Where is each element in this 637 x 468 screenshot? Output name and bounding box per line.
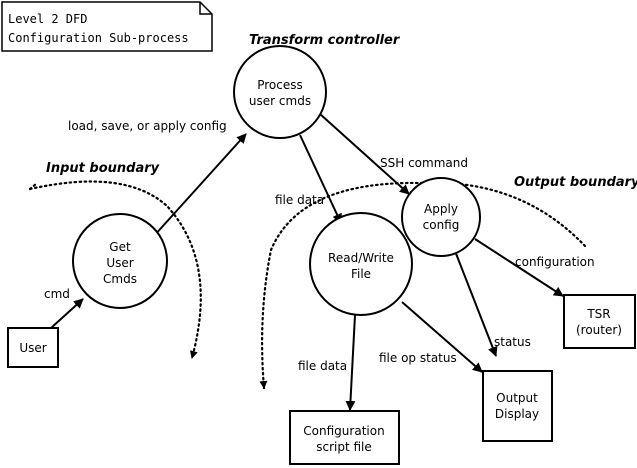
read-write-file-line-1: Read/Write bbox=[328, 251, 394, 265]
read-write-file-line-2: File bbox=[351, 267, 371, 281]
entity-config-script-line-2: script file bbox=[316, 440, 372, 454]
entity-user: User bbox=[7, 327, 59, 368]
entity-output-display-line-1: Output bbox=[496, 391, 538, 405]
entity-output-display: Output Display bbox=[482, 370, 553, 442]
output-boundary-label: Output boundary bbox=[514, 175, 637, 190]
flow-readwrite-to-display bbox=[401, 301, 483, 373]
apply-config: Apply config bbox=[401, 177, 481, 257]
transform-controller-label: Transform controller bbox=[249, 33, 401, 48]
entity-user-label: User bbox=[19, 341, 46, 355]
apply-config-line-2: config bbox=[423, 218, 460, 232]
flow-process-to-readwrite bbox=[299, 134, 342, 224]
get-user-cmds: Get User Cmds bbox=[72, 213, 168, 309]
process-user-cmds-line-2: user cmds bbox=[249, 94, 311, 108]
apply-config-line-1: Apply bbox=[424, 202, 458, 216]
flow-apply-to-display bbox=[454, 250, 498, 357]
flow-label-file-data-1: file data bbox=[275, 193, 324, 207]
flow-get-to-process bbox=[152, 133, 247, 238]
entity-config-script-file: Configuration script file bbox=[289, 410, 400, 465]
entity-output-display-line-2: Display bbox=[495, 407, 539, 421]
entity-tsr-line-1: TSR bbox=[586, 307, 610, 321]
flow-label-load-save-apply: load, save, or apply config bbox=[68, 119, 227, 133]
flow-label-cmd: cmd bbox=[44, 287, 70, 301]
flow-label-configuration: configuration bbox=[515, 255, 595, 269]
read-write-file: Read/Write File bbox=[309, 212, 413, 316]
process-user-cmds: Process user cmds bbox=[233, 45, 327, 139]
entity-tsr: TSR (router) bbox=[563, 294, 636, 349]
flow-process-to-apply bbox=[319, 113, 410, 195]
flow-readwrite-to-config bbox=[345, 314, 356, 411]
note-line-2: Configuration Sub-process bbox=[8, 31, 189, 45]
flow-label-ssh-command: SSH command bbox=[380, 156, 468, 170]
flow-label-file-op-status: file op status bbox=[379, 351, 457, 365]
process-user-cmds-line-1: Process bbox=[257, 78, 303, 92]
get-user-cmds-line-2: User bbox=[106, 256, 133, 270]
entity-config-script-line-1: Configuration bbox=[303, 424, 384, 438]
input-boundary-start bbox=[28, 182, 38, 191]
input-boundary-label: Input boundary bbox=[46, 161, 160, 176]
diagram-title-note: Level 2 DFD Configuration Sub-process bbox=[1, 1, 213, 52]
get-user-cmds-line-1: Get bbox=[109, 240, 131, 254]
flow-label-file-data-2: file data bbox=[298, 359, 347, 373]
get-user-cmds-line-3: Cmds bbox=[103, 272, 137, 286]
flow-label-status: status bbox=[494, 335, 531, 349]
note-line-1: Level 2 DFD bbox=[8, 12, 87, 26]
flow-apply-to-tsr bbox=[474, 238, 564, 297]
flow-user-to-get bbox=[50, 298, 84, 329]
output-boundary-curve bbox=[259, 181, 587, 390]
entity-tsr-line-2: (router) bbox=[576, 323, 622, 337]
